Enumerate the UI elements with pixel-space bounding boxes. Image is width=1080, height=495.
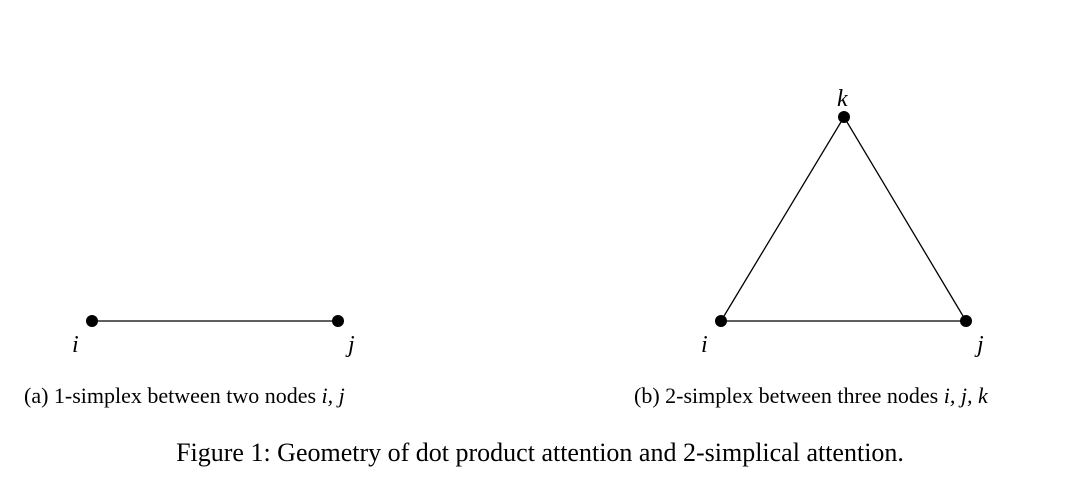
node-b-k — [838, 111, 850, 123]
edge-b-k-i — [720, 116, 845, 322]
node-a-i — [86, 315, 98, 327]
edge-b-j-k — [843, 116, 967, 322]
subfigure-a-caption-vars: i, j — [321, 383, 345, 408]
node-b-j-label: j — [974, 332, 984, 358]
subfigure-b-caption: (b) 2-simplex between three nodes i, j, … — [634, 385, 988, 407]
subfigure-b-caption-vars: i, j, k — [943, 383, 988, 408]
node-a-i-label: i — [72, 332, 79, 358]
subfigure-b-graph: i j k — [701, 86, 984, 358]
node-a-j-label: j — [345, 332, 355, 358]
node-b-i — [715, 315, 727, 327]
subfigure-a-caption: (a) 1-simplex between two nodes i, j — [24, 385, 345, 407]
node-b-j — [960, 315, 972, 327]
subfigure-b-caption-text: (b) 2-simplex between three nodes — [634, 383, 939, 408]
subfigure-a-caption-text: (a) 1-simplex between two nodes — [24, 383, 317, 408]
figure-caption: Figure 1: Geometry of dot product attent… — [176, 438, 904, 467]
node-a-j — [332, 315, 344, 327]
subfigure-a-graph: i j — [72, 315, 355, 358]
node-b-i-label: i — [701, 332, 708, 358]
node-b-k-label: k — [837, 86, 848, 112]
